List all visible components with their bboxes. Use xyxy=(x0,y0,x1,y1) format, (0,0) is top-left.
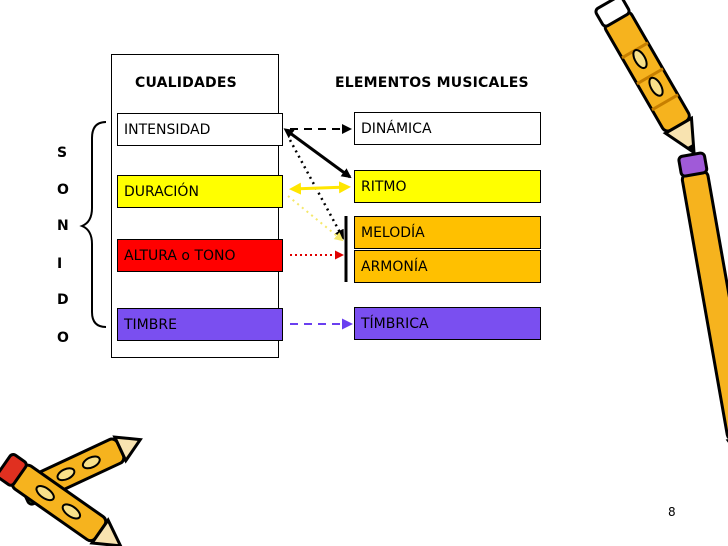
cualidad-label: ALTURA o TONO xyxy=(124,247,236,264)
cualidad-label: TIMBRE xyxy=(124,316,177,333)
cualidad-intensidad: INTENSIDAD xyxy=(117,113,283,146)
arrow-intensidad-ritmo xyxy=(283,128,352,179)
pencil-icon xyxy=(0,453,124,546)
pencil-icon xyxy=(677,151,728,468)
sonido-letter: O xyxy=(57,182,69,198)
cualidad-label: INTENSIDAD xyxy=(124,121,211,138)
elemento-timbrica: TÍMBRICA xyxy=(354,307,541,340)
sonido-letter: S xyxy=(57,145,68,161)
cualidad-duracion: DURACIÓN xyxy=(117,175,283,208)
elemento-melodia: MELODÍA xyxy=(354,216,541,249)
cualidad-label: DURACIÓN xyxy=(124,183,199,200)
cualidad-timbre: TIMBRE xyxy=(117,308,283,341)
sonido-letter: N xyxy=(57,218,69,234)
elemento-dinamica: DINÁMICA xyxy=(354,112,541,145)
sonido-brace xyxy=(79,121,107,328)
elemento-label: RITMO xyxy=(361,178,407,195)
header-elementos-musicales: ELEMENTOS MUSICALES xyxy=(335,75,529,91)
pencil-icon xyxy=(18,435,143,506)
elemento-ritmo: RITMO xyxy=(354,170,541,203)
page-number: 8 xyxy=(668,505,676,519)
elemento-label: DINÁMICA xyxy=(361,120,432,137)
elemento-label: ARMONÍA xyxy=(361,258,428,275)
header-cualidades: CUALIDADES xyxy=(135,75,237,91)
elemento-label: MELODÍA xyxy=(361,224,425,241)
arrow-duracion-melodia xyxy=(287,195,344,242)
sonido-letter: I xyxy=(57,256,63,272)
cualidad-altura-tono: ALTURA o TONO xyxy=(117,239,283,272)
pencil-icon xyxy=(594,0,696,156)
sonido-letter: O xyxy=(57,330,69,346)
sonido-letter: D xyxy=(57,292,69,308)
arrow-duracion-ritmo xyxy=(289,181,351,195)
elemento-label: TÍMBRICA xyxy=(361,315,429,332)
elemento-armonia: ARMONÍA xyxy=(354,250,541,283)
